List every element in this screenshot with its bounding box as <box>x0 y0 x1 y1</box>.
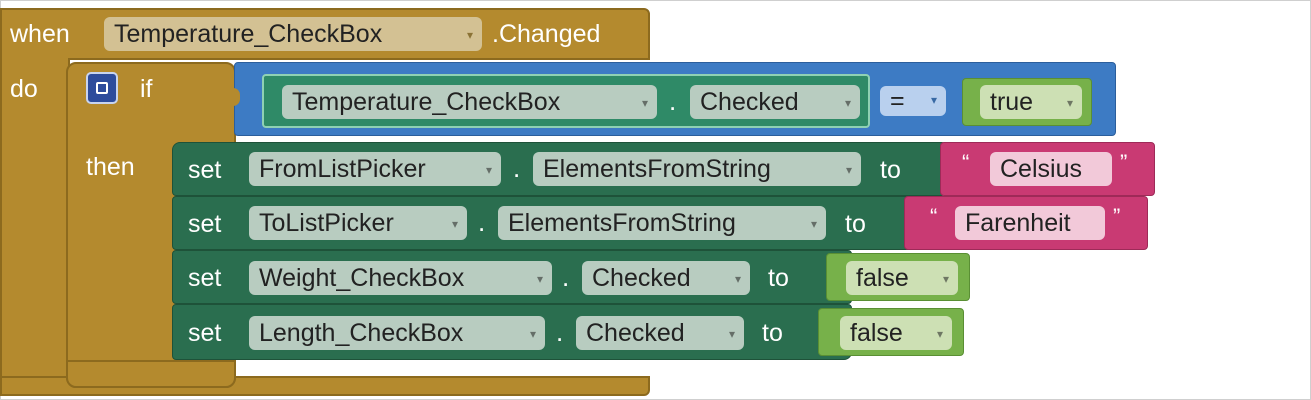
component-dropdown[interactable]: FromListPicker ▾ <box>249 152 501 186</box>
mutator-icon[interactable] <box>86 72 118 104</box>
chevron-down-icon: ▾ <box>485 163 492 177</box>
chevron-down-icon: ▾ <box>942 272 949 286</box>
event-component-label: Temperature_CheckBox <box>114 20 383 48</box>
component-dropdown[interactable]: Length_CheckBox ▾ <box>249 316 545 350</box>
event-block-body <box>0 58 70 392</box>
chevron-down-icon: ▾ <box>844 96 851 110</box>
then-keyword: then <box>86 153 135 181</box>
dot-separator: . <box>478 207 486 237</box>
chevron-down-icon: ▾ <box>728 327 735 341</box>
do-keyword: do <box>10 75 38 103</box>
to-keyword: to <box>880 156 901 184</box>
condition-component-dropdown[interactable]: Temperature_CheckBox ▾ <box>282 85 657 119</box>
open-quote: “ <box>962 150 970 175</box>
set-keyword: set <box>188 210 222 238</box>
dot-separator: . <box>669 86 677 116</box>
chevron-down-icon: ▾ <box>1066 96 1073 110</box>
property-label: Checked <box>586 319 685 347</box>
property-label: Checked <box>592 264 691 292</box>
chevron-down-icon: ▾ <box>451 217 458 231</box>
input-notch <box>232 88 240 106</box>
false-label: false <box>850 319 903 347</box>
operator-dropdown[interactable]: = ▾ <box>880 86 946 116</box>
set-keyword: set <box>188 156 222 184</box>
text-value-label: Farenheit <box>965 209 1071 237</box>
dot-separator: . <box>556 317 564 347</box>
false-dropdown[interactable]: false ▾ <box>846 261 958 295</box>
to-keyword: to <box>762 319 783 347</box>
when-keyword: when <box>10 20 70 48</box>
condition-component-label: Temperature_CheckBox <box>292 88 561 116</box>
component-dropdown[interactable]: ToListPicker ▾ <box>249 206 467 240</box>
component-dropdown[interactable]: Weight_CheckBox ▾ <box>249 261 552 295</box>
dot-separator: . <box>562 262 570 292</box>
close-quote: ” <box>1113 204 1121 229</box>
chevron-down-icon: ▾ <box>536 272 543 286</box>
chevron-down-icon: ▾ <box>466 28 473 42</box>
component-label: Weight_CheckBox <box>259 264 465 292</box>
if-block-bottom <box>66 360 236 388</box>
true-label: true <box>990 88 1034 116</box>
property-label: ElementsFromString <box>508 209 736 237</box>
text-value[interactable]: Farenheit <box>955 206 1105 240</box>
condition-property-label: Checked <box>700 88 799 116</box>
set-keyword: set <box>188 264 222 292</box>
component-label: ToListPicker <box>259 209 394 237</box>
set-keyword: set <box>188 319 222 347</box>
chevron-down-icon: ▾ <box>734 272 741 286</box>
chevron-down-icon: ▾ <box>930 93 937 107</box>
property-dropdown[interactable]: ElementsFromString ▾ <box>533 152 861 186</box>
property-label: ElementsFromString <box>543 155 771 183</box>
chevron-down-icon: ▾ <box>810 217 817 231</box>
chevron-down-icon: ▾ <box>641 96 648 110</box>
property-dropdown[interactable]: Checked ▾ <box>576 316 744 350</box>
false-label: false <box>856 264 909 292</box>
true-dropdown[interactable]: true ▾ <box>980 85 1082 119</box>
open-quote: “ <box>930 204 938 229</box>
if-keyword: if <box>140 75 153 103</box>
property-dropdown[interactable]: Checked ▾ <box>582 261 750 295</box>
event-name: .Changed <box>492 20 601 48</box>
event-component-dropdown[interactable]: Temperature_CheckBox ▾ <box>104 17 482 51</box>
component-label: FromListPicker <box>259 155 426 183</box>
component-label: Length_CheckBox <box>259 319 464 347</box>
to-keyword: to <box>768 264 789 292</box>
gear-square-icon <box>96 82 108 94</box>
chevron-down-icon: ▾ <box>936 327 943 341</box>
false-dropdown[interactable]: false ▾ <box>840 316 952 350</box>
text-value[interactable]: Celsius <box>990 152 1112 186</box>
text-value-label: Celsius <box>1000 155 1082 183</box>
condition-property-dropdown[interactable]: Checked ▾ <box>690 85 860 119</box>
close-quote: ” <box>1120 150 1128 175</box>
chevron-down-icon: ▾ <box>529 327 536 341</box>
property-dropdown[interactable]: ElementsFromString ▾ <box>498 206 826 240</box>
to-keyword: to <box>845 210 866 238</box>
dot-separator: . <box>513 153 521 183</box>
chevron-down-icon: ▾ <box>845 163 852 177</box>
operator-label: = <box>890 87 905 115</box>
